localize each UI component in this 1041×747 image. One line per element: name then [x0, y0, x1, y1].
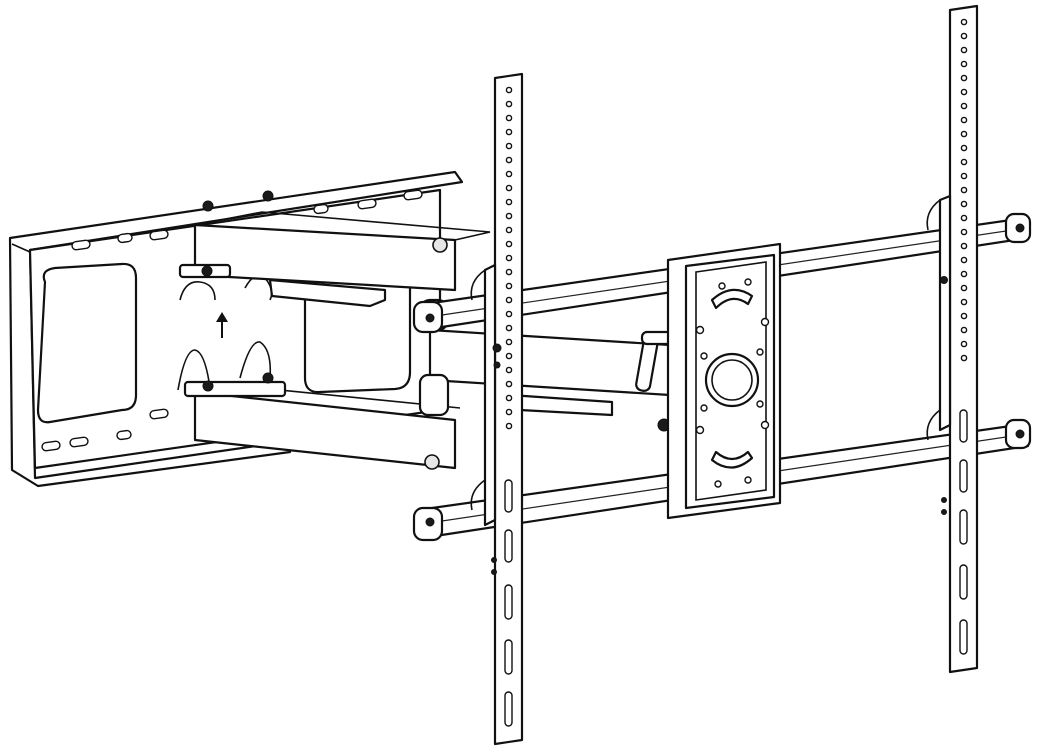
- wall-plate-slot: [41, 408, 169, 452]
- bracket-hole-column: [505, 86, 513, 430]
- up-arrow-icon: [216, 312, 228, 338]
- bracket-hole-column: [960, 18, 968, 362]
- swivel-plate: [666, 242, 782, 520]
- tilt-lever[interactable]: [635, 330, 676, 432]
- wall-plate-cutout: [36, 262, 138, 424]
- bracket-slot-column: [504, 479, 513, 727]
- articulating-arm-bottom: [183, 372, 461, 470]
- articulating-arm-top: [178, 211, 491, 308]
- tv-bracket-left: [470, 72, 524, 746]
- bracket-slot-column: [959, 409, 968, 655]
- wall-plate-slot: [71, 189, 423, 251]
- tv-bracket-right: [926, 4, 979, 674]
